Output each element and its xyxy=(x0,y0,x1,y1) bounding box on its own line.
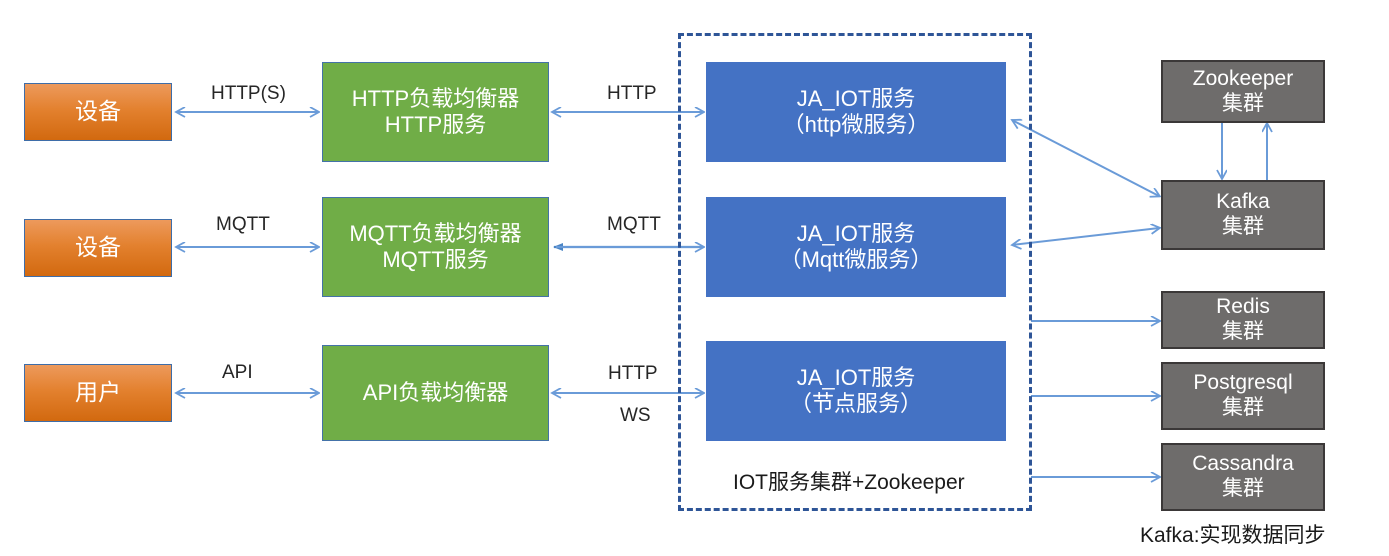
edge-label-api-ws: WS xyxy=(620,405,651,426)
endpoint-device-mqtt-label: 设备 xyxy=(75,234,121,261)
iot-service-group-label: IOT服务集群+Zookeeper xyxy=(733,471,965,494)
mqtt-load-balancer[interactable]: MQTT负载均衡器 MQTT服务 xyxy=(322,197,549,297)
endpoint-user-api[interactable]: 用户 xyxy=(24,364,172,422)
mqtt-load-balancer-line2: MQTT服务 xyxy=(382,247,489,272)
api-load-balancer[interactable]: API负载均衡器 xyxy=(322,345,549,441)
edge-label-lb-mqtt: MQTT xyxy=(607,214,661,235)
kafka-footnote: Kafka:实现数据同步 xyxy=(1140,524,1326,547)
endpoint-device-http[interactable]: 设备 xyxy=(24,83,172,141)
http-load-balancer-line2: HTTP服务 xyxy=(384,112,487,137)
endpoint-user-api-label: 用户 xyxy=(75,379,121,406)
edge-label-device-http: HTTP(S) xyxy=(211,83,286,104)
cluster-zookeeper-line1: Zookeeper xyxy=(1192,66,1294,90)
service-mqtt-micro-line2: （Mqtt微服务） xyxy=(779,247,933,272)
service-http-micro-line1: JA_IOT服务 xyxy=(796,86,916,112)
arrow-http-service-kafka xyxy=(1012,120,1159,196)
cluster-kafka-line1: Kafka xyxy=(1216,190,1270,214)
cluster-redis-line1: Redis xyxy=(1216,295,1270,319)
cluster-zookeeper[interactable]: Zookeeper 集群 xyxy=(1161,60,1325,123)
cluster-redis[interactable]: Redis 集群 xyxy=(1161,291,1325,349)
api-load-balancer-line1: API负载均衡器 xyxy=(362,380,509,406)
cluster-zookeeper-line2: 集群 xyxy=(1222,91,1264,115)
edge-label-lb-http: HTTP xyxy=(607,83,657,104)
iot-service-group-container xyxy=(678,33,1032,511)
cluster-cassandra[interactable]: Cassandra 集群 xyxy=(1161,443,1325,511)
cluster-postgresql-line1: Postgresql xyxy=(1193,371,1293,395)
cluster-kafka[interactable]: Kafka 集群 xyxy=(1161,180,1325,250)
service-node-line2: （节点服务） xyxy=(789,391,922,416)
service-node[interactable]: JA_IOT服务 （节点服务） xyxy=(706,341,1006,441)
endpoint-device-mqtt[interactable]: 设备 xyxy=(24,219,172,277)
http-load-balancer[interactable]: HTTP负载均衡器 HTTP服务 xyxy=(322,62,549,162)
edge-label-api-http: HTTP xyxy=(608,363,658,384)
cluster-postgresql-line2: 集群 xyxy=(1222,396,1264,419)
endpoint-device-http-label: 设备 xyxy=(75,98,121,125)
cluster-kafka-line2: 集群 xyxy=(1222,215,1264,238)
service-mqtt-micro-line1: JA_IOT服务 xyxy=(796,221,916,247)
arrow-mqtt-service-kafka xyxy=(1012,228,1159,245)
service-http-micro[interactable]: JA_IOT服务 （http微服务） xyxy=(706,62,1006,162)
mqtt-load-balancer-line1: MQTT负载均衡器 xyxy=(349,221,522,247)
service-node-line1: JA_IOT服务 xyxy=(796,365,916,391)
cluster-cassandra-line2: 集群 xyxy=(1222,477,1264,500)
cluster-postgresql[interactable]: Postgresql 集群 xyxy=(1161,362,1325,430)
cluster-cassandra-line1: Cassandra xyxy=(1192,452,1294,476)
http-load-balancer-line1: HTTP负载均衡器 xyxy=(351,86,520,112)
edge-label-user-api: API xyxy=(222,362,253,383)
cluster-redis-line2: 集群 xyxy=(1222,320,1264,343)
service-mqtt-micro[interactable]: JA_IOT服务 （Mqtt微服务） xyxy=(706,197,1006,297)
edge-label-device-mqtt: MQTT xyxy=(216,214,270,235)
service-http-micro-line2: （http微服务） xyxy=(782,112,930,137)
